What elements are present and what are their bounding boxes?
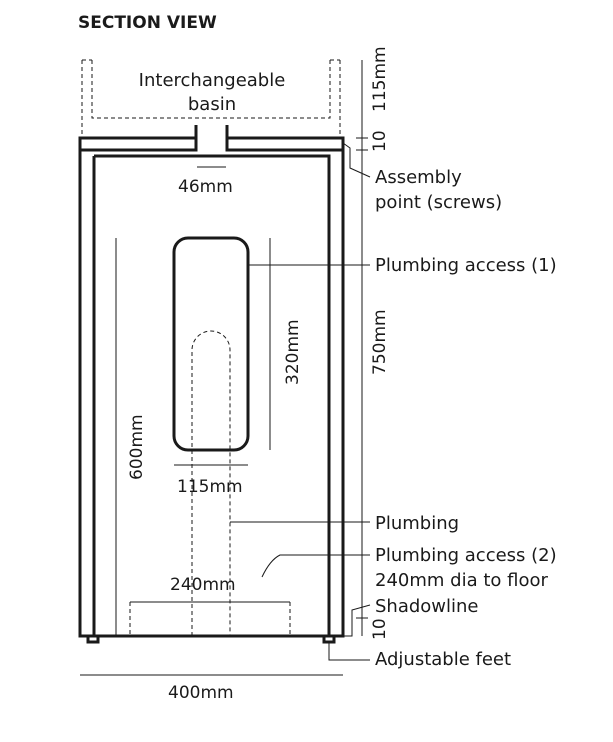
cabinet-outer — [78, 150, 345, 638]
dim-400-text: 400mm — [168, 683, 234, 703]
plumbing-access-2-leader — [261, 554, 370, 578]
dim-240-text: 240mm — [170, 575, 236, 595]
dim-115-text: 115mm — [177, 477, 243, 497]
foot-right — [322, 634, 336, 644]
basin-outline — [81, 59, 341, 138]
basin-label-2: basin — [188, 94, 236, 115]
top-plate-right — [225, 136, 345, 152]
dim-10-bottom-text: 10 — [370, 618, 390, 640]
plumbing-access-1 — [172, 236, 250, 452]
dim-600-text: 600mm — [127, 414, 147, 480]
assembly-label-2: point (screws) — [375, 192, 502, 213]
shadowline-leader — [343, 604, 371, 637]
adjustable-feet-label: Adjustable feet — [375, 649, 511, 670]
plumbing-label: Plumbing — [375, 513, 459, 534]
assembly-leader — [342, 142, 371, 178]
dim-115mm-text: 115mm — [370, 46, 390, 112]
dim-46-text: 46mm — [178, 177, 233, 197]
shadowline-label: Shadowline — [375, 596, 479, 617]
adjustable-feet-leader — [328, 642, 370, 661]
top-plate-left — [78, 136, 198, 152]
cabinet-inner — [92, 154, 331, 636]
basin-label-1: Interchangeable — [139, 70, 286, 91]
dim-320-text: 320mm — [283, 319, 303, 385]
plumbing-access-2-label: Plumbing access (2) — [375, 545, 557, 566]
dim-10-top-text: 10 — [370, 130, 390, 152]
top-gap — [194, 125, 229, 150]
assembly-label-1: Assembly — [375, 167, 462, 188]
foot-left — [86, 634, 100, 644]
plumbing-pipe — [191, 330, 231, 636]
plumbing-access-2-note: 240mm dia to floor — [375, 570, 548, 591]
dim-750-text: 750mm — [370, 309, 390, 375]
plumbing-access-1-label: Plumbing access (1) — [375, 255, 557, 276]
section-title: SECTION VIEW — [78, 13, 217, 33]
